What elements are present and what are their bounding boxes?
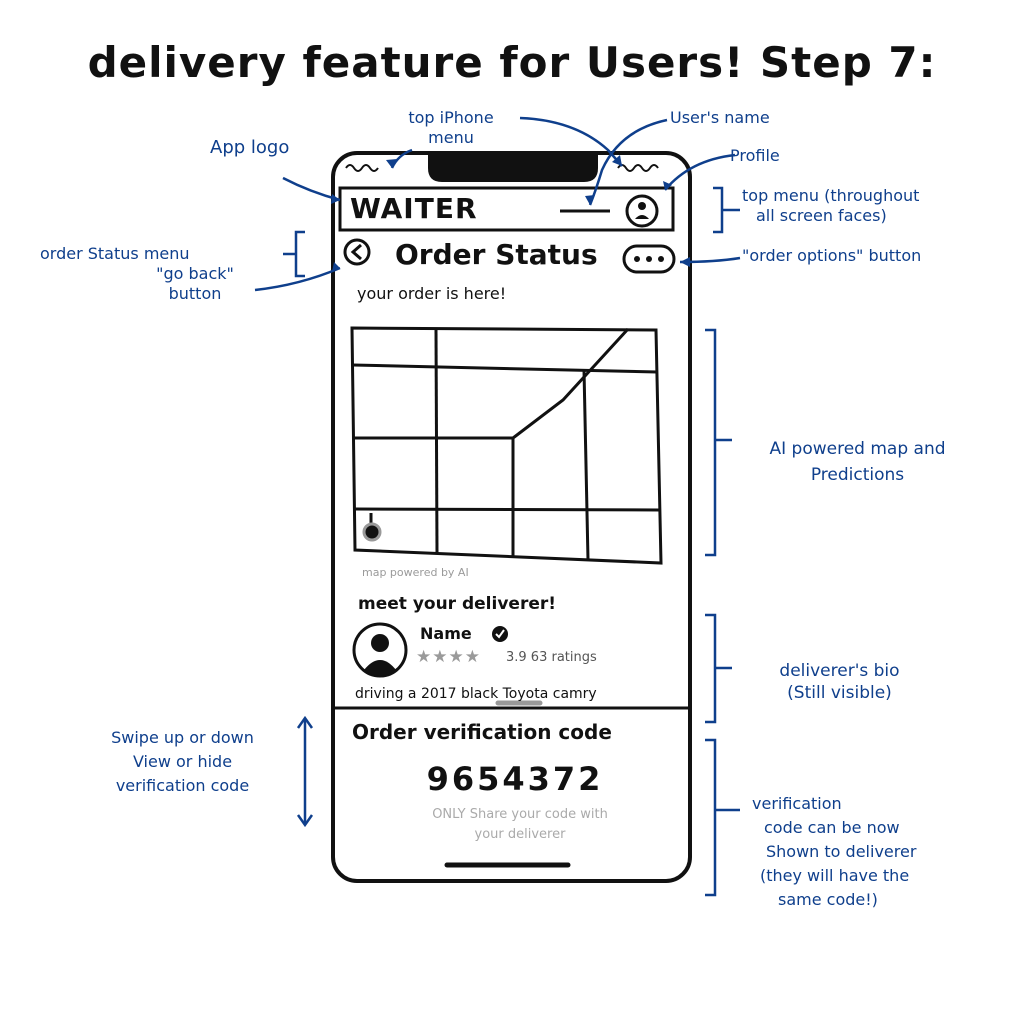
annotation-line: Swipe up or down [111, 728, 254, 747]
top-menu-bar [338, 186, 675, 232]
more-dots-icon [622, 244, 676, 274]
annotation-line: Shown to deliverer [766, 842, 917, 861]
annotation-line: top menu (throughout [742, 186, 920, 205]
location-pin-icon [362, 513, 382, 542]
annotation-line: same code!) [778, 890, 878, 909]
order-status-title: Order Status [395, 238, 598, 271]
meet-deliverer-heading: meet your deliverer! [358, 594, 556, 614]
annotation-line: (they will have the [760, 866, 910, 885]
star-icon: ★★★★ [416, 647, 481, 667]
deliverer-name: Name [420, 624, 472, 643]
avatar-icon [352, 622, 408, 678]
annotation-go-back: "go back" button [135, 264, 255, 304]
status-bar-right [617, 164, 659, 172]
annotation-line: deliverer's bio [779, 661, 900, 681]
annotation-line: all screen faces) [756, 206, 887, 225]
status-bar-left [345, 164, 379, 172]
share-note: ONLY Share your code with your deliverer [390, 805, 650, 845]
annotation-verification: verification code can be now Shown to de… [752, 792, 916, 912]
page-title: delivery feature for Users! Step 7: [87, 38, 937, 87]
order-here-text: your order is here! [357, 284, 507, 303]
annotation-arrowheads [331, 155, 690, 272]
annotation-ai-map: AI powered map and Predictions [735, 436, 980, 488]
annotation-order-options: "order options" button [742, 246, 922, 265]
deliverer-rating: 3.9 63 ratings [506, 650, 597, 665]
annotation-line: verification code [115, 776, 250, 795]
annotation-line: menu [428, 128, 474, 147]
map [350, 326, 663, 565]
annotation-line: code can be now [764, 818, 900, 837]
annotation-order-status-menu: order Status menu [40, 244, 190, 263]
app-logo[interactable]: WAITER [350, 192, 478, 225]
annotation-top-iphone-menu: top iPhone menu [392, 108, 510, 148]
share-note-line2: your deliverer [474, 827, 566, 842]
share-note-line1: ONLY Share your code with [432, 807, 608, 822]
profile-icon [625, 194, 659, 228]
annotation-line: button [168, 284, 222, 303]
verification-label: Order verification code [352, 720, 612, 744]
deliverer-vehicle: driving a 2017 black Toyota camry [355, 686, 597, 702]
back-arrow-icon [343, 238, 371, 266]
annotation-line: "go back" [156, 264, 234, 283]
annotation-deliverer-bio: deliverer's bio (Still visible) [752, 660, 927, 704]
annotation-line: Predictions [810, 465, 905, 485]
annotation-line: AI powered map and [769, 439, 946, 459]
annotation-line: verification [752, 794, 842, 813]
annotation-swipe: Swipe up or down View or hide verificati… [80, 726, 285, 798]
annotation-line: (Still visible) [787, 683, 892, 703]
annotation-users-name: User's name [670, 108, 770, 127]
verified-check-icon [492, 626, 508, 642]
annotation-app-logo: App logo [210, 137, 290, 158]
annotation-line: View or hide [132, 752, 233, 771]
annotation-profile: Profile [730, 146, 780, 165]
verification-code: 9654372 [426, 760, 604, 798]
map-caption: map powered by AI [362, 566, 469, 579]
annotation-line: top iPhone [408, 108, 494, 127]
annotation-top-menu: top menu (throughout all screen faces) [742, 186, 919, 226]
phone-notch [428, 155, 598, 182]
